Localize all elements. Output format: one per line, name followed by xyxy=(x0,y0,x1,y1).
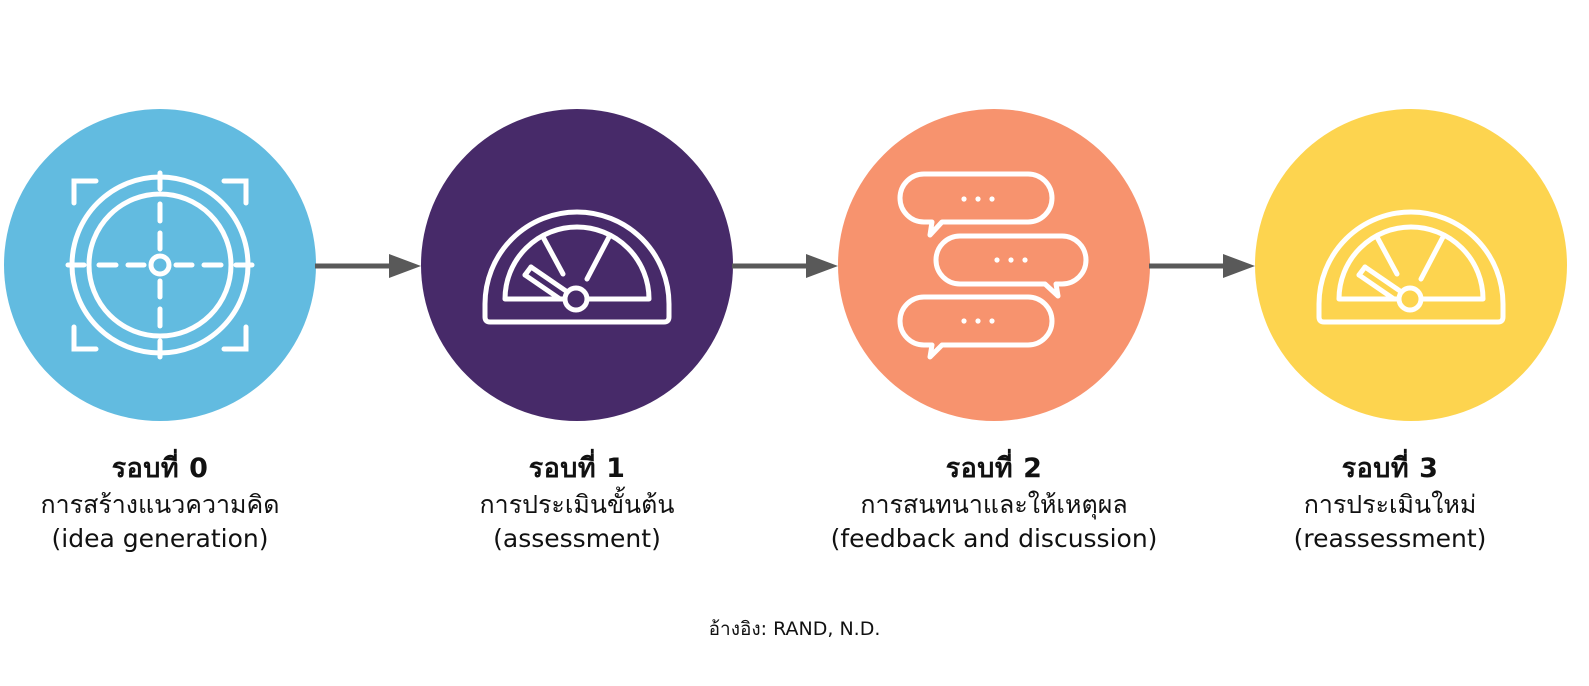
stage-0-label: รอบที่ 0 การสร้างแนวความคิด (idea genera… xyxy=(0,450,360,556)
crosshair-target-icon xyxy=(65,170,255,360)
source-citation: อ้างอิง: RAND, N.D. xyxy=(708,618,881,640)
stage-title: รอบที่ 3 xyxy=(1341,453,1439,484)
stage-3-label: รอบที่ 3 การประเมินใหม่ (reassessment) xyxy=(1190,450,1589,556)
stage-3-circle xyxy=(1255,109,1567,421)
stage-2-circle xyxy=(838,109,1150,421)
stage-english-name: (reassessment) xyxy=(1293,524,1487,553)
stage-1-label: รอบที่ 1 การประเมินขั้นต้น (assessment) xyxy=(377,450,777,556)
stage-thai-name: การสนทนาและให้เหตุผล xyxy=(860,490,1128,519)
arrow-icon xyxy=(732,254,838,278)
stage-title: รอบที่ 0 xyxy=(111,453,209,484)
gauge-meter-icon xyxy=(1316,209,1506,325)
arrow-icon xyxy=(315,254,421,278)
stage-title: รอบที่ 1 xyxy=(528,453,626,484)
stage-title: รอบที่ 2 xyxy=(945,453,1043,484)
stage-0-circle xyxy=(4,109,316,421)
stage-thai-name: การประเมินขั้นต้น xyxy=(479,490,675,519)
stage-thai-name: การสร้างแนวความคิด xyxy=(40,490,280,519)
stage-english-name: (assessment) xyxy=(493,524,661,553)
stage-2-label: รอบที่ 2 การสนทนาและให้เหตุผล (feedback … xyxy=(794,450,1194,556)
stage-english-name: (feedback and discussion) xyxy=(830,524,1158,553)
stage-english-name: (idea generation) xyxy=(51,524,269,553)
arrow-icon xyxy=(1149,254,1255,278)
gauge-meter-icon xyxy=(482,209,672,325)
stage-thai-name: การประเมินใหม่ xyxy=(1303,490,1477,519)
chat-bubbles-icon xyxy=(897,171,1089,360)
stage-1-circle xyxy=(421,109,733,421)
